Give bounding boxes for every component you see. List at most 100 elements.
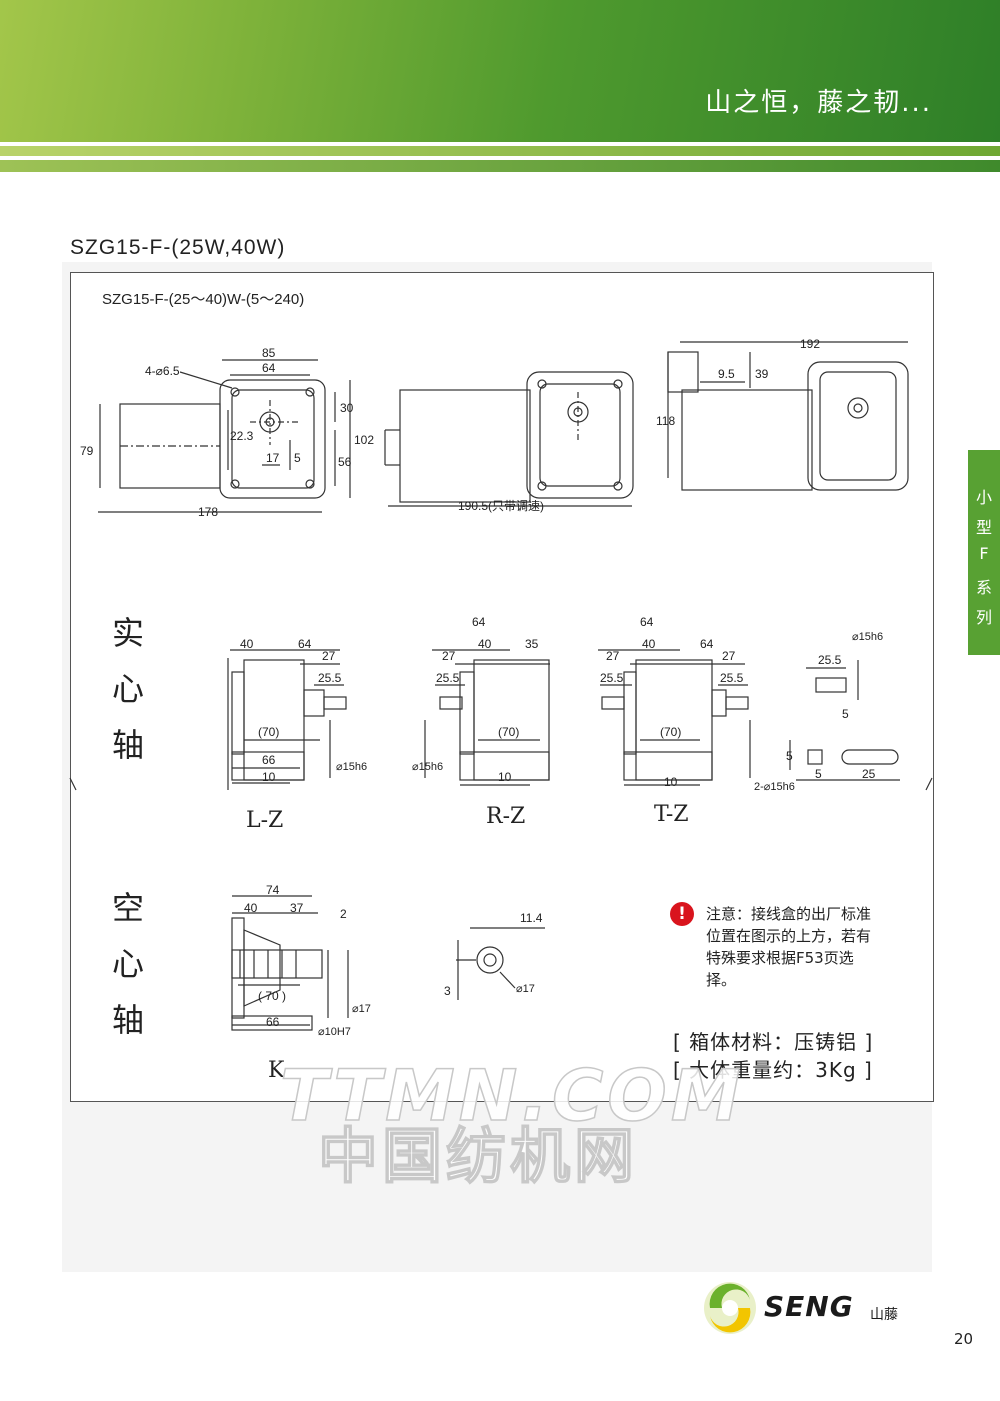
tz-flange: [623, 671, 637, 755]
dim-text: 25: [862, 767, 876, 781]
gearbox-front-3: [807, 361, 909, 491]
dim-text: 17: [266, 451, 280, 465]
view-label-lz: L-Z: [246, 808, 284, 833]
dim-text: ⌀15h6: [336, 761, 367, 773]
dim-text: 85: [262, 346, 276, 360]
header-banner: [0, 0, 1000, 142]
page-number: 20: [954, 1330, 974, 1348]
brand-logo: SENG 山藤: [700, 1278, 930, 1338]
rz-flange: [459, 671, 475, 755]
dim-text: 40: [244, 901, 258, 915]
dim-text: 10: [664, 775, 678, 789]
logo-brand-text: SENG: [764, 1290, 854, 1323]
dim-text: 4-⌀6.5: [145, 364, 180, 378]
side-tab-char: 型: [975, 518, 992, 537]
dim-text: ⌀17: [352, 1003, 371, 1015]
dim-text: 64: [298, 637, 312, 651]
watermark-name: 中国纺机网: [317, 1121, 638, 1193]
factory-position-note: 注意：接线盒的出厂标准位置在图示的上方，若有特殊要求根据F53页选择。: [706, 905, 872, 989]
series-side-tab: 小 型 F 系 列: [968, 450, 1000, 655]
spec-weight: [ 大体重量约：3Kg ]: [673, 1058, 873, 1082]
slogan: 山之恒，藤之韧...: [705, 88, 932, 118]
spec-material: [ 箱体材料：压铸铝 ]: [673, 1030, 874, 1054]
dim-text: 2-⌀15h6: [754, 781, 795, 793]
dim-text: 40: [478, 637, 492, 651]
dim-text: 10: [262, 770, 276, 784]
motor-with-terminal-box: [681, 389, 813, 491]
k-hollow-bore: [231, 949, 323, 979]
dim-text: 56: [338, 455, 352, 469]
label-char: 轴: [111, 1001, 144, 1039]
logo-cn-text: 山藤: [870, 1307, 898, 1323]
dim-text: 27: [322, 649, 336, 663]
dim-text: 25.5: [818, 653, 842, 667]
model-title: SZG15-F-(25W,40W): [70, 236, 286, 259]
label-char: 轴: [111, 726, 144, 764]
dim-text: 118: [656, 414, 675, 428]
label-char: 心: [111, 670, 144, 708]
dim-text: 2: [340, 907, 347, 921]
gearbox-front: [219, 379, 326, 499]
dim-text: 30: [340, 401, 354, 415]
dim-text: 3: [444, 984, 451, 998]
dim-text: 5: [786, 749, 793, 763]
dim-text: 11.4: [520, 911, 543, 925]
view-label-tz: T-Z: [654, 802, 689, 827]
dim-text: 64: [700, 637, 714, 651]
side-tab-char: 系: [975, 578, 992, 597]
dim-text: 25.5: [600, 671, 624, 685]
dim-text: 178: [198, 505, 218, 519]
dim-text: 25.5: [436, 671, 460, 685]
lz-flange: [231, 671, 245, 755]
label-char: 心: [111, 945, 144, 983]
dim-text: 9.5: [718, 367, 735, 381]
side-tab-char: 小: [975, 488, 992, 507]
drawing-subtitle: SZG15-F-(25～40)W-(5～240): [102, 291, 305, 308]
header-stripe-lower: [0, 160, 1000, 172]
view-label-rz: R-Z: [486, 804, 526, 829]
side-tab-char: F: [979, 544, 989, 563]
dim-text: (70): [258, 725, 279, 739]
key-detail-a: [807, 749, 823, 765]
key-detail-b: [841, 749, 899, 765]
dim-text: ⌀15h6: [852, 631, 883, 643]
key-detail-shaft: [815, 677, 847, 693]
dim-text: ⌀15h6: [412, 761, 443, 773]
rz-shaft: [439, 696, 463, 710]
rz-body: [473, 659, 550, 781]
dim-text: 25.5: [720, 671, 744, 685]
tz-shaft-left: [601, 696, 625, 710]
dim-text: ( 70 ): [258, 989, 286, 1003]
hollow-shaft-label: 空 心 轴: [108, 880, 148, 1048]
logo-swirl-icon: [704, 1282, 756, 1334]
dim-text: 39: [755, 367, 769, 381]
dim-text: 40: [240, 637, 254, 651]
warning-icon: !: [670, 902, 694, 926]
lz-shaft: [323, 696, 347, 710]
dim-text: (70): [498, 725, 519, 739]
gearbox-front-2: [526, 371, 634, 499]
header-stripe: [0, 146, 1000, 156]
dim-text: 102: [354, 433, 374, 447]
dim-text: 40: [642, 637, 656, 651]
dim-text: 22.3: [230, 429, 254, 443]
solid-shaft-label: 实 心 轴: [108, 605, 148, 773]
dim-text: (70): [660, 725, 681, 739]
dim-text: ⌀10H7: [318, 1026, 351, 1038]
motor-body-side: [399, 389, 531, 503]
dim-text: 66: [266, 1015, 280, 1029]
dim-text: 64: [472, 615, 486, 629]
dim-text: 27: [606, 649, 620, 663]
dim-text: 27: [722, 649, 736, 663]
dim-text: 64: [640, 615, 654, 629]
view-label-k: K: [268, 1058, 285, 1083]
k-flange: [231, 917, 245, 1019]
hole-detail-circle: [476, 946, 504, 974]
label-char: 空: [111, 889, 144, 927]
dim-text: 37: [290, 901, 304, 915]
dim-text: 64: [262, 361, 276, 375]
dim-text: 5: [815, 767, 822, 781]
dim-text: 5: [294, 451, 301, 465]
label-char: 实: [111, 614, 144, 652]
